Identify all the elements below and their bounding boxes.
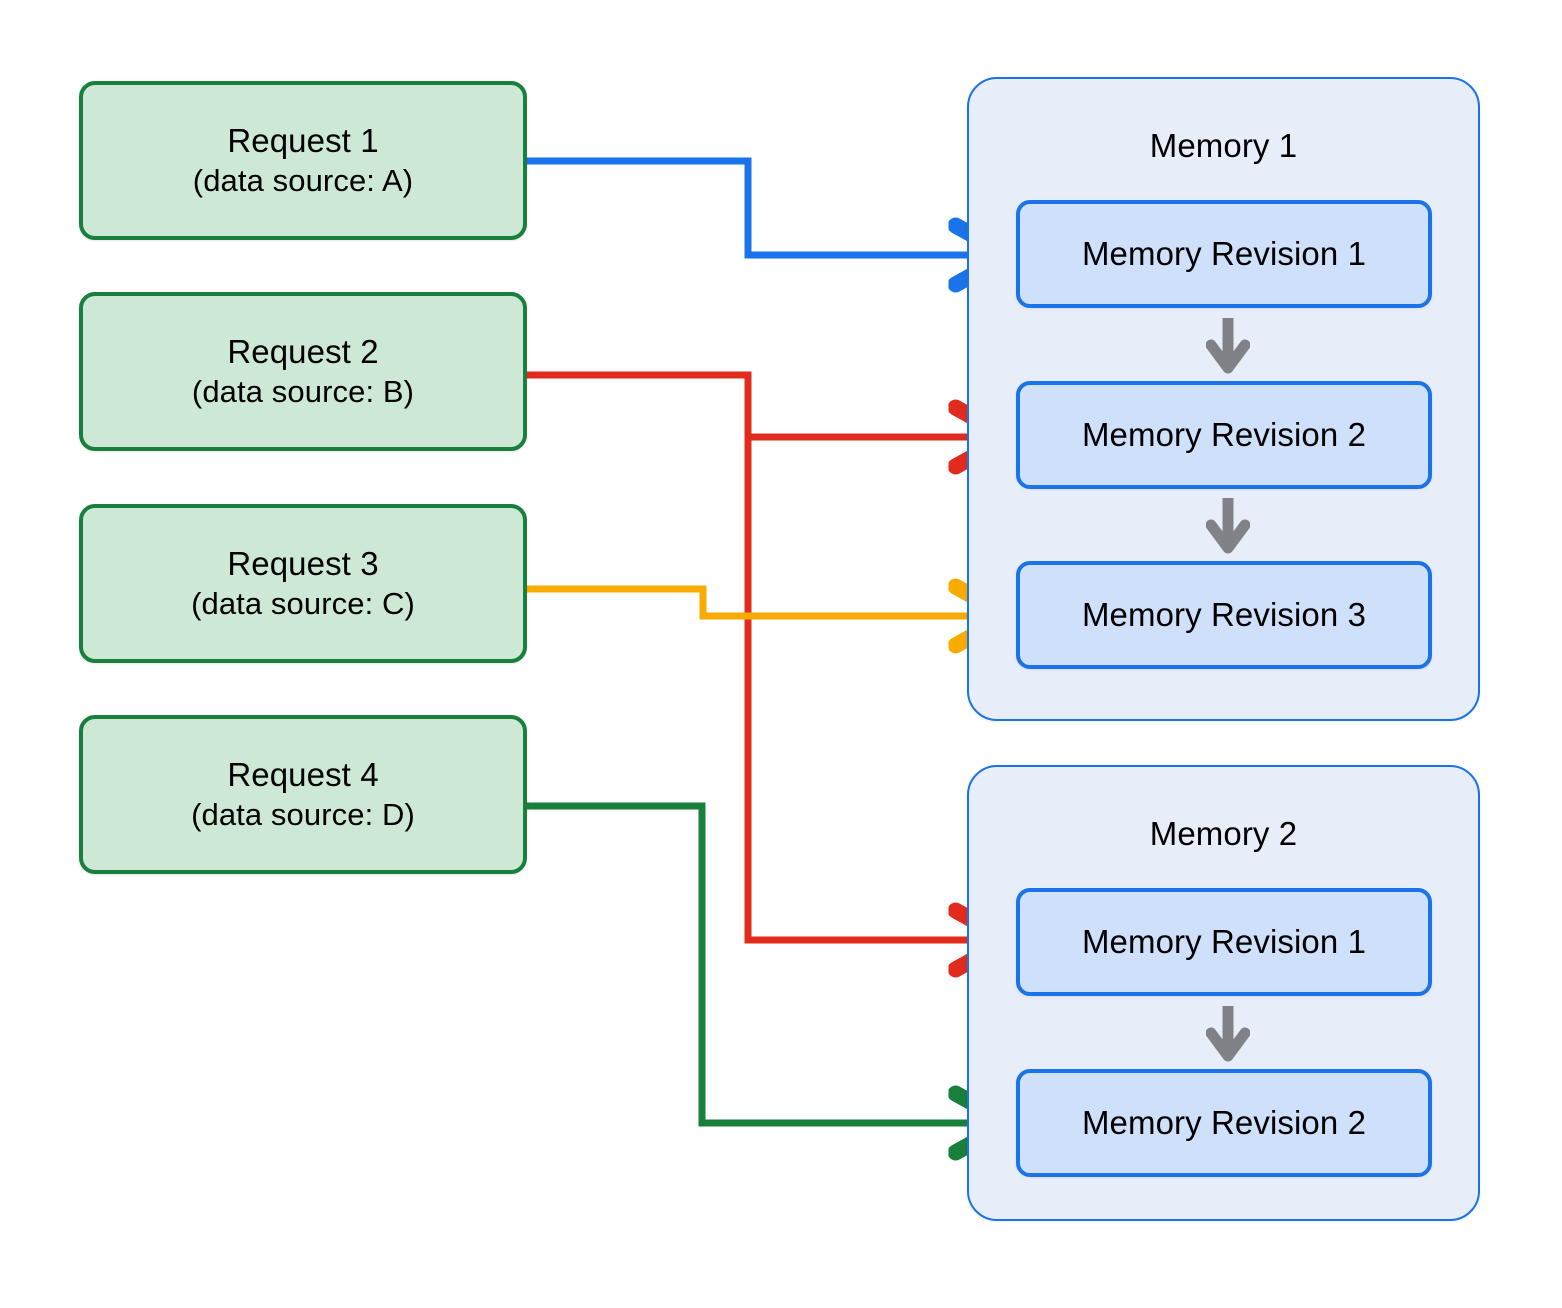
memory-revision-label: Memory Revision 3 bbox=[1081, 596, 1367, 633]
memory-revision-box[interactable]: Memory Revision 1 bbox=[1016, 200, 1432, 308]
connector-request1 bbox=[523, 157, 992, 255]
connector-request2-a bbox=[523, 371, 992, 437]
memory-revision-box[interactable]: Memory Revision 3 bbox=[1016, 561, 1432, 669]
connector-request4 bbox=[523, 802, 992, 1123]
memory-panel-title: Memory 2 bbox=[1149, 815, 1298, 852]
memory-revision-box[interactable]: Memory Revision 1 bbox=[1016, 888, 1432, 996]
request-data-source: (data source: D) bbox=[191, 796, 415, 832]
memory-revision-label: Memory Revision 1 bbox=[1081, 235, 1367, 272]
memory-panel-title: Memory 1 bbox=[1149, 127, 1298, 164]
request-box-3[interactable]: Request 3 (data source: C) bbox=[79, 504, 527, 663]
down-arrow-icon bbox=[1206, 318, 1250, 374]
request-data-source: (data source: C) bbox=[191, 585, 415, 621]
request-box-1[interactable]: Request 1 (data source: A) bbox=[79, 81, 527, 240]
request-data-source: (data source: A) bbox=[192, 162, 414, 198]
request-title: Request 4 bbox=[227, 755, 379, 793]
request-data-source: (data source: B) bbox=[191, 373, 415, 409]
connector-request2-b bbox=[523, 371, 992, 940]
memory-revision-box[interactable]: Memory Revision 2 bbox=[1016, 381, 1432, 489]
memory-revision-label: Memory Revision 1 bbox=[1081, 923, 1367, 960]
request-title: Request 2 bbox=[227, 332, 379, 370]
connector-request3 bbox=[523, 589, 992, 616]
request-box-4[interactable]: Request 4 (data source: D) bbox=[79, 715, 527, 874]
memory-revision-label: Memory Revision 2 bbox=[1081, 416, 1367, 453]
request-title: Request 3 bbox=[227, 544, 379, 582]
request-title: Request 1 bbox=[227, 121, 379, 159]
down-arrow-icon bbox=[1206, 498, 1250, 554]
memory-revision-box[interactable]: Memory Revision 2 bbox=[1016, 1069, 1432, 1177]
down-arrow-icon bbox=[1206, 1006, 1250, 1062]
memory-revision-label: Memory Revision 2 bbox=[1081, 1104, 1367, 1141]
request-box-2[interactable]: Request 2 (data source: B) bbox=[79, 292, 527, 451]
